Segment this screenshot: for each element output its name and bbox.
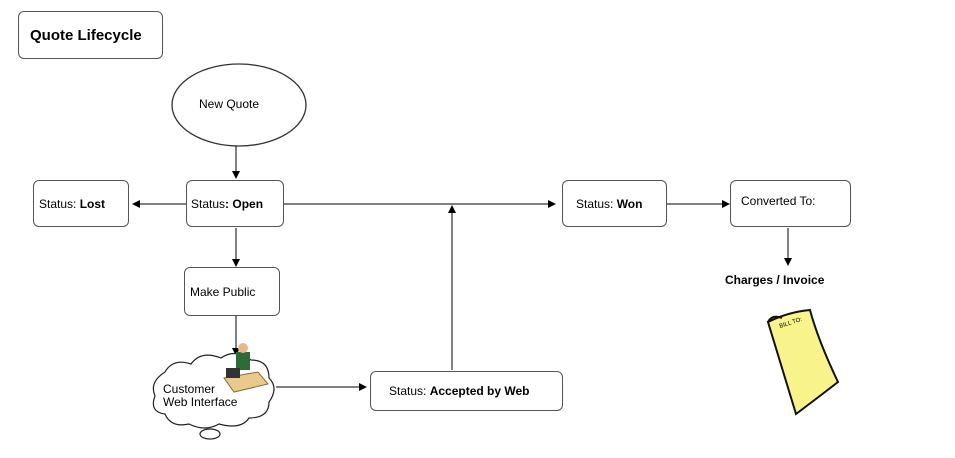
status-won-node[interactable]: Status: Won xyxy=(562,180,667,227)
open-prefix: Status xyxy=(191,196,226,211)
diagram-title: Quote Lifecycle xyxy=(18,11,163,59)
status-accepted-node[interactable]: Status: Accepted by Web xyxy=(370,371,563,411)
converted-node[interactable]: Converted To: xyxy=(730,180,851,227)
lost-value: Lost xyxy=(79,196,106,211)
lost-prefix: Status: xyxy=(39,196,80,211)
new-quote-label: New Quote xyxy=(199,97,260,111)
cloud-shape xyxy=(152,352,275,440)
customer-line: Customer xyxy=(163,382,216,396)
invoice-icon: BILL TO: xyxy=(766,308,840,416)
make-public-node[interactable]: Make Public xyxy=(184,267,280,316)
accepted-prefix: Status: xyxy=(389,384,430,398)
open-value: : Open xyxy=(225,196,264,211)
accepted-value: Accepted by Web xyxy=(429,384,530,398)
won-prefix: Status: xyxy=(576,196,617,211)
status-open-node[interactable]: Status: Open xyxy=(186,180,284,227)
charges-invoice-label: Charges / Invoice xyxy=(725,273,825,287)
won-value: Won xyxy=(616,196,643,211)
new-quote-node[interactable] xyxy=(171,63,307,147)
customer-web-label: Customer Web Interface xyxy=(163,383,237,409)
user-computer-icon xyxy=(223,343,269,393)
web-interface-line: Web Interface xyxy=(163,395,238,409)
status-lost-node[interactable]: Status: Lost xyxy=(33,180,129,227)
